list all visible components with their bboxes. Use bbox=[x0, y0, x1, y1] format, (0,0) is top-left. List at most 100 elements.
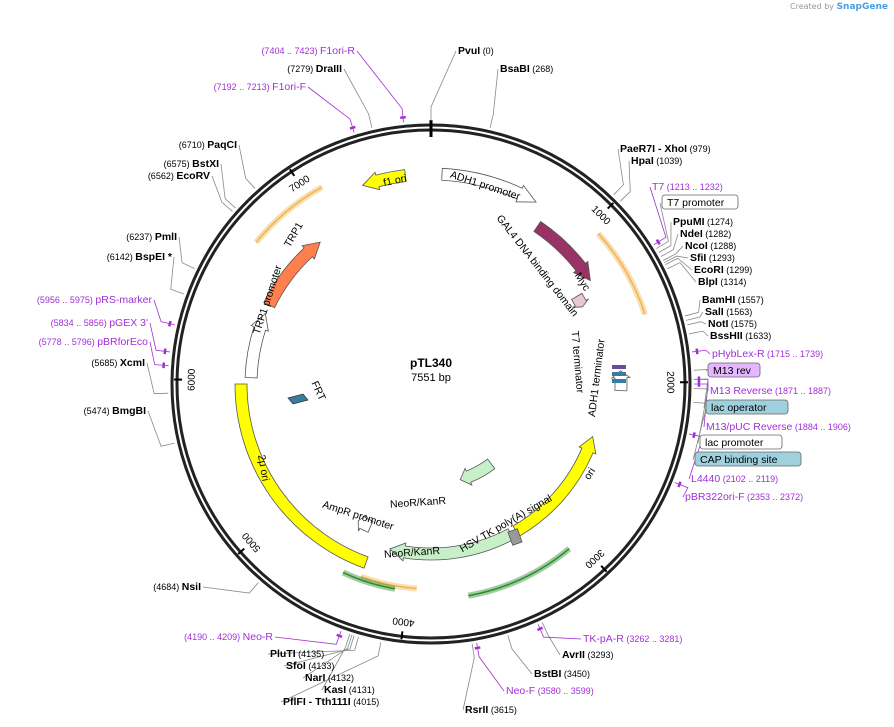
boxed-label-lac-operator: lac operator bbox=[705, 399, 789, 415]
site-leader-2 bbox=[613, 148, 624, 196]
leader-lines bbox=[146, 50, 711, 711]
deco-arc-band-4 bbox=[341, 569, 396, 592]
site-leader-0 bbox=[430, 50, 457, 121]
site-leader-26 bbox=[178, 236, 195, 270]
site-label: NdeI (1282) bbox=[680, 228, 731, 240]
site-leader-27 bbox=[211, 175, 233, 212]
primer-label: (5778 .. 5796) pBRforEco bbox=[39, 336, 148, 348]
primer-label: M13/pUC Reverse (1884 .. 1906) bbox=[706, 421, 851, 433]
primer-label: pHybLex-R (1715 .. 1739) bbox=[712, 348, 823, 360]
site-avrii: AvrII (3293) bbox=[562, 649, 614, 661]
feature-label-13: HSV TK poly(A) signal bbox=[458, 493, 554, 556]
boxed-label-text: M13 rev bbox=[713, 365, 752, 377]
site-leader-14 bbox=[541, 622, 561, 656]
feature-label-11: NeoR/KanR bbox=[390, 495, 447, 511]
site-leader-24 bbox=[146, 362, 169, 395]
site-leader-23 bbox=[147, 410, 175, 447]
primer-pbrforeco: (5778 .. 5796) pBRforEco bbox=[39, 336, 148, 348]
primer-mark-6 bbox=[692, 432, 696, 439]
feature-arrows bbox=[234, 167, 632, 569]
primer-leader-0 bbox=[356, 50, 404, 123]
site-paqci: (6710) PaqCI bbox=[179, 139, 237, 151]
site-leader-11 bbox=[686, 311, 704, 321]
site-leader-13 bbox=[689, 330, 709, 337]
site-label: (6575) BstXI bbox=[164, 158, 219, 170]
primer-label: T7 (1213 .. 1232) bbox=[652, 181, 723, 193]
boxed-label-text: lac promoter bbox=[705, 437, 764, 449]
box-leader-0 bbox=[656, 202, 669, 249]
site-sfoi: SfoI (4133) bbox=[286, 660, 334, 672]
tick-label-6000: 6000 bbox=[186, 368, 197, 391]
primer-leader-9 bbox=[476, 642, 505, 692]
site-leader-10 bbox=[684, 299, 701, 317]
primer-pbr322ori-f: pBR322ori-F (2353 .. 2372) bbox=[685, 491, 803, 503]
site-label: EcoRI (1299) bbox=[694, 264, 752, 276]
tick-label-2000: 2000 bbox=[664, 371, 675, 394]
primer-label: Neo-F (3580 .. 3599) bbox=[506, 685, 594, 697]
primer-label: (7404 .. 7423) F1ori-R bbox=[261, 45, 355, 57]
site-leader-5 bbox=[660, 233, 679, 257]
site-label: (6710) PaqCI bbox=[179, 139, 237, 151]
site-label: BssHII (1633) bbox=[710, 330, 771, 342]
feature-arrow-5 bbox=[571, 292, 589, 308]
site-leader-6 bbox=[663, 245, 684, 261]
site-label: PaeR7I - XhoI (979) bbox=[620, 143, 711, 155]
site-leader-22 bbox=[202, 582, 259, 594]
site-sali: SalI (1563) bbox=[705, 306, 752, 318]
site-leader-20 bbox=[321, 634, 351, 691]
hsv-tk-polya-glyph bbox=[507, 528, 523, 546]
site-label: BamHI (1557) bbox=[702, 294, 764, 306]
feature-label-8: FRT bbox=[308, 379, 328, 403]
site-label: PvuI (0) bbox=[458, 45, 494, 57]
feature-arrow-4 bbox=[533, 220, 591, 282]
site-bmgbi: (5474) BmgBI bbox=[84, 405, 146, 417]
site-label: (5685) XcmI bbox=[91, 357, 145, 369]
boxed-label-frame bbox=[699, 434, 783, 450]
cap-site-glyph bbox=[612, 379, 626, 383]
site-label: (6237) PmlI bbox=[126, 231, 177, 243]
site-ncoi: NcoI (1288) bbox=[685, 240, 736, 252]
site-pflfi-tth111i: PflFI - Tth111I (4015) bbox=[283, 696, 379, 708]
tick-3000 bbox=[600, 565, 608, 573]
site-label: NcoI (1288) bbox=[685, 240, 736, 252]
site-nsii: (4684) NsiI bbox=[153, 581, 201, 593]
site-leader-18 bbox=[283, 635, 355, 667]
site-leader-17 bbox=[267, 636, 359, 655]
restriction-sites: PvuI (0)BsaBI (268)PaeR7I - XhoI (979)Hp… bbox=[84, 45, 772, 716]
site-bsshii: BssHII (1633) bbox=[710, 330, 771, 342]
site-label: AvrII (3293) bbox=[562, 649, 614, 661]
primer-label: M13 Reverse (1871 .. 1887) bbox=[710, 385, 831, 397]
primer-mark-12 bbox=[163, 348, 167, 355]
primer-m13-reverse: M13 Reverse (1871 .. 1887) bbox=[710, 385, 831, 397]
boxed-label-t7-promoter: T7 promoter bbox=[661, 194, 739, 210]
primer-neo-r: (4190 .. 4209) Neo-R bbox=[184, 631, 273, 643]
feature-arrow-3 bbox=[441, 167, 537, 203]
primer-mark-0 bbox=[400, 115, 406, 120]
primer-t7: T7 (1213 .. 1232) bbox=[652, 181, 723, 193]
site-leader-30 bbox=[343, 68, 373, 128]
site-label: (5474) BmgBI bbox=[84, 405, 146, 417]
feature-label-1: TRP1 bbox=[282, 220, 306, 249]
site-leader-19 bbox=[302, 634, 353, 679]
site-label: (6562) EcoRV bbox=[148, 170, 210, 182]
site-bstbi: BstBI (3450) bbox=[534, 668, 590, 680]
feature-arrow-11 bbox=[459, 458, 496, 486]
primer-mark-1 bbox=[349, 125, 356, 130]
site-label: PflFI - Tth111I (4015) bbox=[283, 696, 379, 708]
site-label: (6142) BspEI * bbox=[107, 251, 173, 263]
site-label: BlpI (1314) bbox=[698, 276, 746, 288]
tick-1000 bbox=[606, 202, 615, 210]
site-leader-9 bbox=[667, 262, 697, 283]
boxed-label-m13-rev: M13 rev bbox=[707, 362, 761, 378]
decorative-arcs bbox=[253, 184, 648, 599]
site-leader-29 bbox=[238, 144, 256, 189]
site-label: RsrII (3615) bbox=[465, 704, 517, 716]
site-label: (7279) DraIII bbox=[287, 63, 342, 75]
boxed-label-frame bbox=[661, 194, 739, 210]
plasmid-center-label: pTL340 7551 bp bbox=[410, 356, 452, 384]
site-ecorv: (6562) EcoRV bbox=[148, 170, 210, 182]
site-ndei: NdeI (1282) bbox=[680, 228, 731, 240]
tick-4000 bbox=[400, 631, 404, 640]
primer-tk-pa-r: TK-pA-R (3262 .. 3281) bbox=[583, 633, 682, 645]
